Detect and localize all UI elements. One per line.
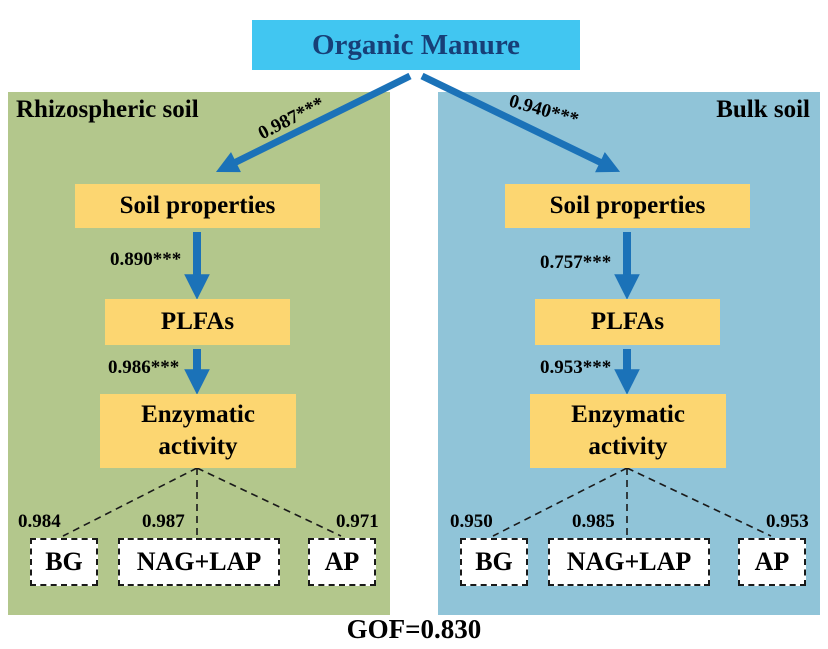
right-enzymatic-activity-box: Enzymatic activity [530,394,726,468]
coef-left-bg: 0.984 [18,511,61,532]
left-enzymatic-activity-box: Enzymatic activity [100,394,296,468]
coef-right-ap: 0.953 [766,511,809,532]
coef-left-soil-plfa: 0.890*** [110,249,182,270]
panel-title-bulk: Bulk soil [716,96,810,123]
right-bg-box: BG [460,538,528,586]
left-ap-box: AP [308,538,376,586]
right-soil-properties-box: Soil properties [505,184,750,228]
dash-right-enzyme-to-bg [492,467,628,537]
coef-left-ap: 0.971 [336,511,379,532]
dash-right-enzyme-to-ap [626,467,772,537]
organic-manure-box: Organic Manure [252,20,580,70]
panel-bulk-soil: Bulk soil [438,92,820,615]
left-soil-properties-box: Soil properties [75,184,320,228]
coef-right-soil-plfa: 0.757*** [540,252,612,273]
left-bg-box: BG [30,538,98,586]
dash-left-enzyme-to-ap [196,467,342,537]
arrow-manure-to-right-soil [420,72,621,173]
right-ap-box: AP [738,538,806,586]
dash-left-enzyme-to-bg [62,467,198,537]
coef-left-plfa-enzyme: 0.986*** [108,357,180,378]
coef-right-bg: 0.950 [450,511,493,532]
left-naglap-box: NAG+LAP [118,538,280,586]
coef-right-plfa-enzyme: 0.953*** [540,357,612,378]
coef-right-naglap: 0.985 [572,511,615,532]
right-naglap-box: NAG+LAP [548,538,710,586]
left-plfas-box: PLFAs [105,299,290,345]
right-plfas-box: PLFAs [535,299,720,345]
coef-left-naglap: 0.987 [142,511,185,532]
gof-label: GOF=0.830 [346,614,482,644]
panel-title-rhizospheric: Rhizospheric soil [16,96,199,123]
arrow-manure-to-left-soil [215,72,412,173]
